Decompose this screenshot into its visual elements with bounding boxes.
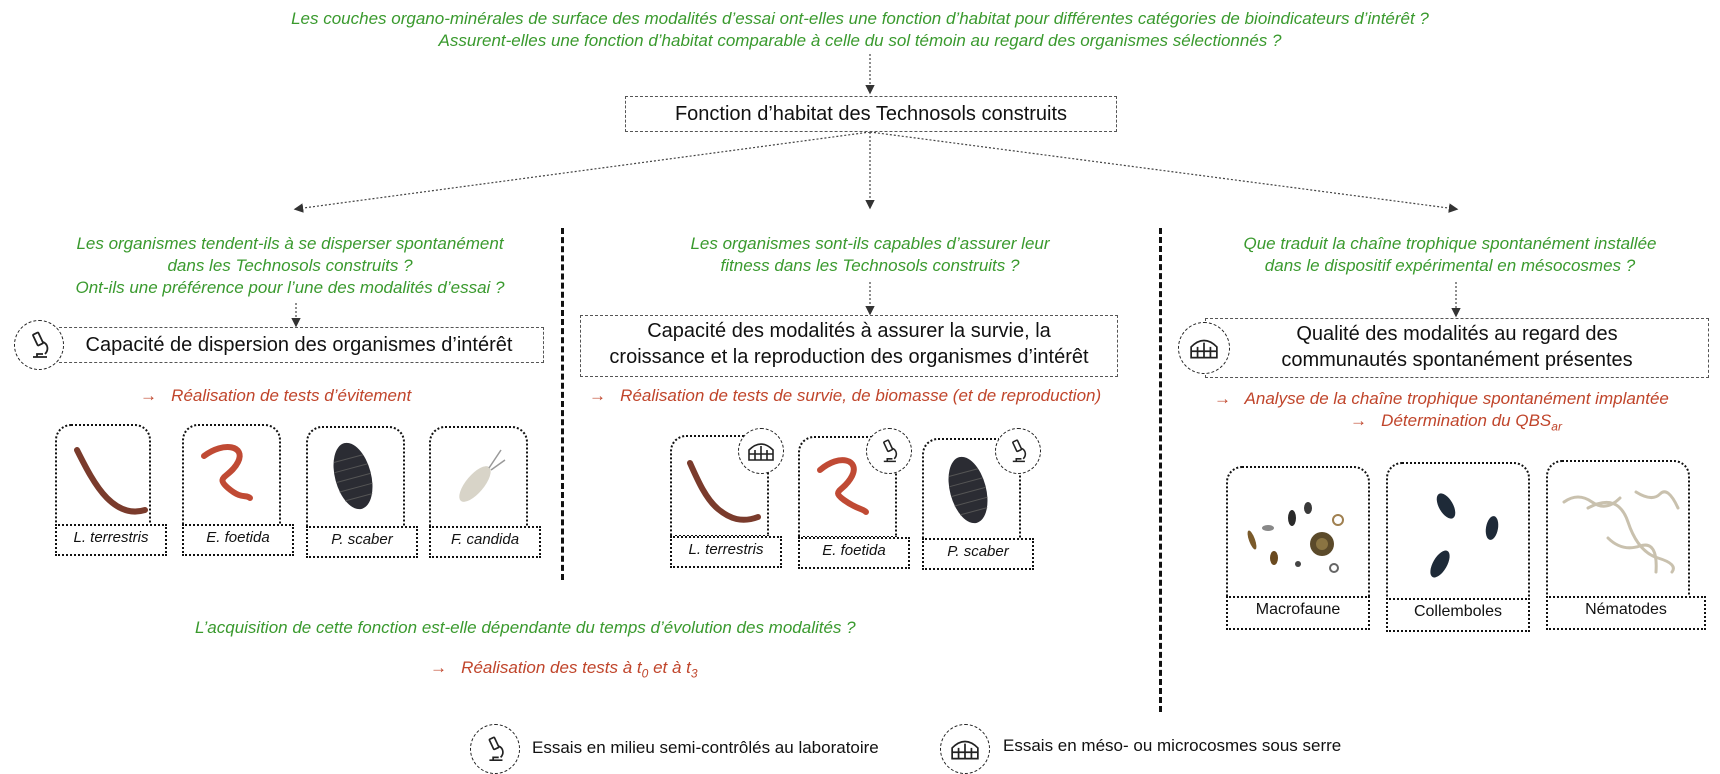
microscope-icon: [470, 724, 520, 774]
woodlouse-image: [948, 456, 988, 524]
organism-card: [1546, 460, 1690, 598]
col1-action: → Réalisation de tests d’évitement: [140, 386, 412, 405]
organism-label: P. scaber: [306, 526, 418, 558]
springtail-image: [459, 449, 506, 502]
macrofauna-image: [1247, 502, 1344, 573]
microscope-icon: [14, 320, 64, 370]
organism-label: L. terrestris: [670, 536, 782, 568]
organism-card: [429, 426, 528, 528]
col3-question: Que traduit la chaîne trophique spontané…: [1243, 234, 1657, 275]
organism-card: [182, 424, 281, 526]
earthworm-image: [687, 460, 761, 523]
organism-label: L. terrestris: [55, 524, 167, 556]
time-question: L’acquisition de cette fonction est-elle…: [195, 618, 856, 637]
column-separator-left: [561, 228, 564, 580]
col3-action-trophic: → Analyse de la chaîne trophique spontan…: [1214, 389, 1669, 408]
organism-card: [1226, 466, 1370, 600]
earthworm-image: [817, 457, 869, 515]
organism-label: E. foetida: [798, 537, 910, 569]
column-separator-right: [1159, 228, 1162, 712]
organism-label: Macrofaune: [1226, 596, 1370, 630]
habitat-function-box: Fonction d’habitat des Technosols constr…: [625, 96, 1117, 132]
col2-question: Les organismes sont-ils capables d’assur…: [690, 234, 1050, 275]
greenhouse-icon: [738, 428, 784, 474]
earthworm-image: [74, 447, 148, 515]
legend-greenhouse-text: Essais en méso- ou microcosmes sous serr…: [1003, 736, 1342, 755]
organism-card: [306, 426, 405, 528]
organism-card: [55, 424, 151, 526]
organism-card: [798, 436, 897, 538]
col2-action: → Réalisation de tests de survie, de bio…: [589, 386, 1102, 405]
microscope-icon: [866, 428, 912, 474]
organism-label: P. scaber: [922, 538, 1034, 570]
time-action: → Réalisation des tests à t0 et à t3: [430, 658, 698, 681]
spontaneous-quality-box: Qualité des modalités au regard des comm…: [1205, 318, 1709, 378]
main-question-line1: Les couches organo-minérales de surface …: [291, 9, 1429, 28]
nematode-image: [1562, 490, 1680, 574]
woodlouse-image: [333, 442, 373, 510]
greenhouse-icon: [1178, 322, 1230, 374]
organism-label: Nématodes: [1546, 596, 1706, 630]
survival-capacity-box: Capacité des modalités à assurer la surv…: [580, 315, 1118, 377]
earthworm-image: [201, 444, 253, 501]
springtail-image: [1430, 493, 1499, 578]
col1-question: Les organismes tendent-ils à se disperse…: [75, 234, 505, 297]
col3-action-qbs: → Détermination du QBSar: [1350, 411, 1562, 434]
organism-label: E. foetida: [182, 524, 294, 556]
organism-card: [1386, 462, 1530, 600]
organism-label: Collemboles: [1386, 598, 1530, 632]
legend-lab-text: Essais en milieu semi-contrôlés au labor…: [532, 738, 879, 757]
main-question-line2: Assurent-elles une fonction d’habitat co…: [438, 31, 1282, 50]
greenhouse-icon: [940, 724, 990, 774]
organism-label: F. candida: [429, 526, 541, 558]
microscope-icon: [995, 428, 1041, 474]
dispersion-capacity-box: Capacité de dispersion des organismes d’…: [54, 327, 544, 363]
